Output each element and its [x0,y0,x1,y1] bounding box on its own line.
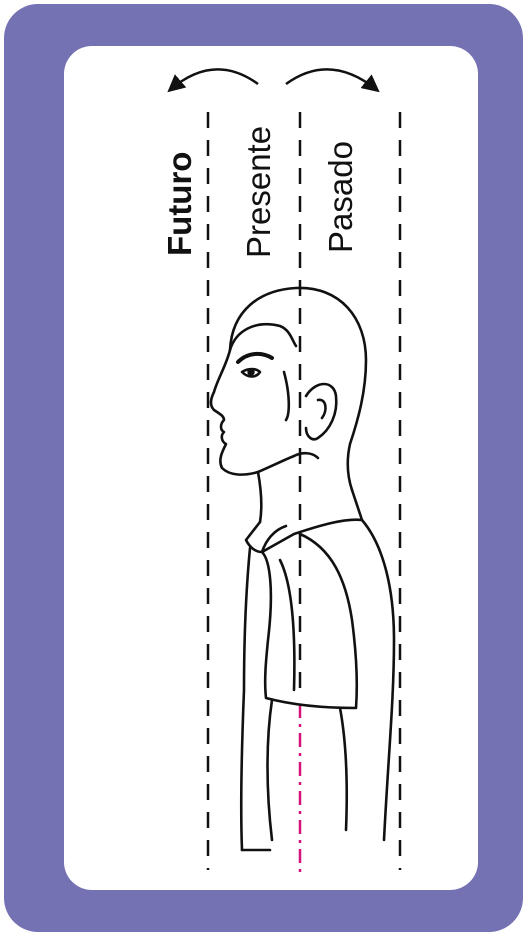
man-profile-figure [211,288,394,850]
future-label: Futuro [163,146,199,256]
arrow-right-curved-icon [286,69,377,90]
arrow-left-curved-icon [170,69,258,90]
present-label: Presente [242,118,278,258]
past-label: Pasado [324,143,360,253]
